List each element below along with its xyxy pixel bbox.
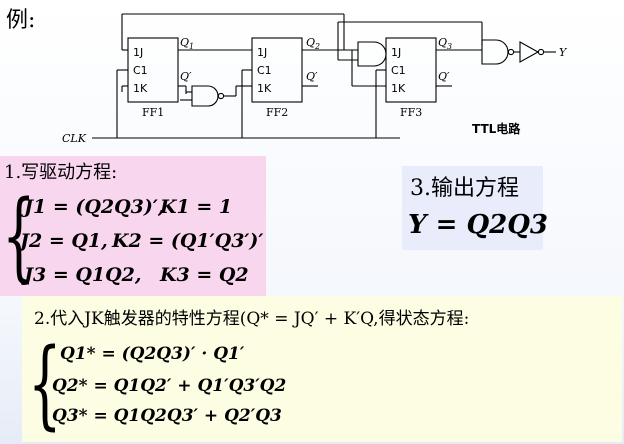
ff3-j-pin: 1J (391, 46, 401, 59)
eq-k3: K3 = Q2 (160, 264, 249, 286)
circuit-diagram: 1J C1 1K 1J C1 1K 1J C1 1K FF1 FF2 FF3 Q… (62, 8, 624, 148)
q1-label: Q1 (180, 36, 194, 51)
eq-q1-next: Q1* = (Q2Q3)′ · Q1′ (60, 344, 245, 364)
ff3-label: FF3 (400, 106, 422, 119)
eq-q2-next: Q2* = Q1Q2′ + Q1′Q3′Q2 (52, 376, 287, 396)
ff2-j-pin: 1J (257, 46, 267, 59)
ff1-label: FF1 (142, 106, 164, 119)
ff1-k-pin: 1K (133, 82, 148, 95)
circuit-svg: 1J C1 1K 1J C1 1K 1J C1 1K FF1 FF2 FF3 Q… (62, 13, 568, 145)
ttl-circuit-label: TTL电路 (472, 122, 521, 136)
q3-prime-label: Q′ (438, 70, 450, 83)
ff1-c-pin: C1 (133, 64, 148, 77)
state-brace: { (28, 328, 62, 440)
clk-label: CLK (62, 132, 87, 145)
state-equations-heading: 2.代入JK触发器的特性方程(Q* = JQ′ + K′Q,得状态方程: (34, 309, 470, 329)
q2-prime-label: Q′ (306, 70, 318, 83)
output-equation: Y = Q2Q3 (408, 210, 548, 240)
driver-equations-panel: 1.写驱动方程: { J1 = (Q2Q3)′, K1 = 1 J2 = Q1,… (0, 156, 266, 296)
output-y-label: Y (559, 46, 568, 59)
q1-prime-label: Q′ (180, 70, 192, 83)
output-equation-panel: 3.输出方程 Y = Q2Q3 (402, 166, 548, 250)
output-equation-heading: 3.输出方程 (410, 176, 519, 201)
example-title: 例: (6, 8, 36, 33)
left-brace: { (2, 180, 36, 292)
eq-k2: K2 = (Q1′Q3′)′ (112, 230, 264, 252)
driver-equations-heading: 1.写驱动方程: (4, 162, 118, 183)
eq-q3-next: Q3* = Q1Q2Q3′ + Q2′Q3 (52, 406, 282, 426)
eq-j2: J2 = Q1, (20, 230, 108, 252)
ff1-j-pin: 1J (133, 46, 143, 59)
ff2-label: FF2 (266, 106, 288, 119)
eq-j1: J1 = (Q2Q3)′, (24, 196, 165, 218)
q3-label: Q3 (438, 36, 452, 51)
eq-j3: J3 = Q1Q2, (24, 264, 142, 286)
q2-label: Q2 (306, 36, 320, 51)
ff3-c-pin: C1 (391, 64, 406, 77)
ff3-k-pin: 1K (391, 82, 406, 95)
ff2-c-pin: C1 (257, 64, 272, 77)
ff2-k-pin: 1K (257, 82, 272, 95)
state-equations-panel: 2.代入JK触发器的特性方程(Q* = JQ′ + K′Q,得状态方程: { Q… (22, 296, 622, 442)
eq-k1: K1 = 1 (160, 196, 233, 218)
